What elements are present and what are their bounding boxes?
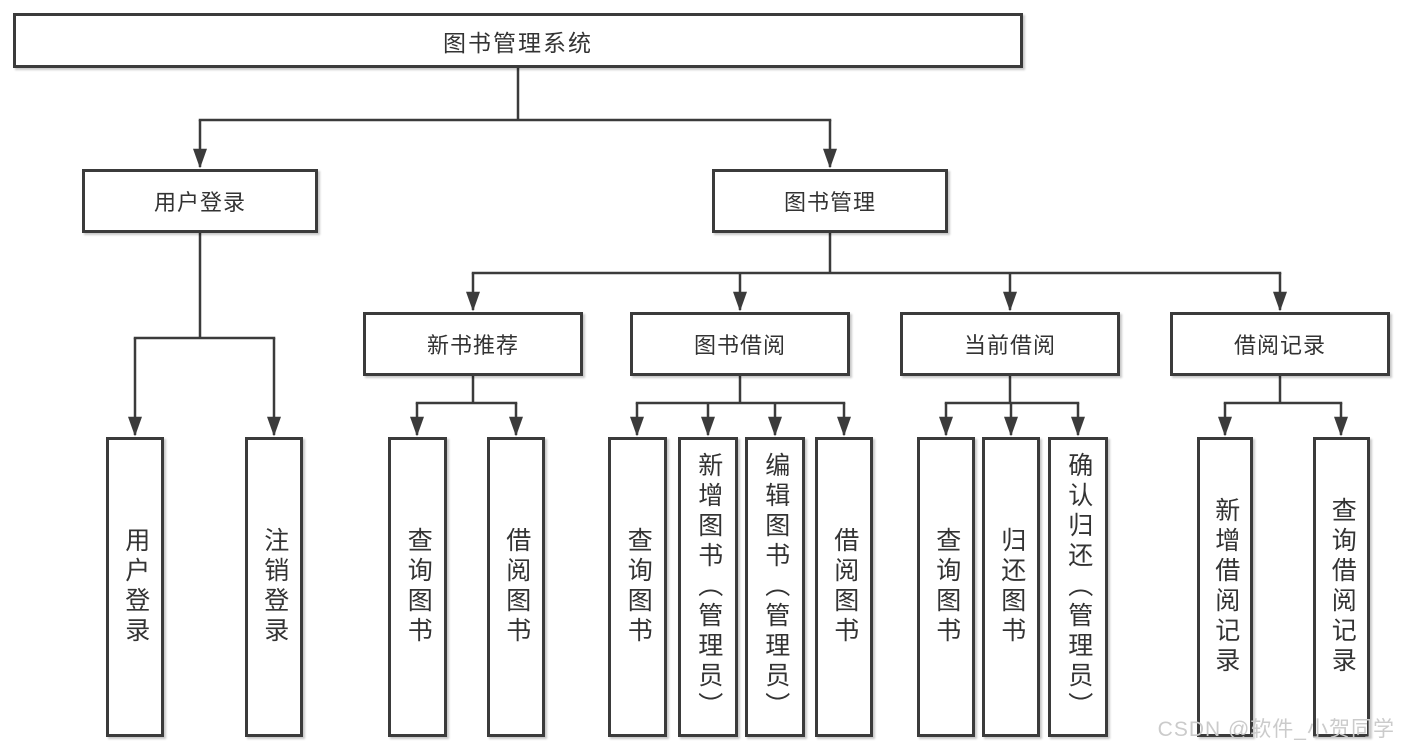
- node-root-system: 图书管理系统: [13, 13, 1023, 68]
- connector-lines: [128, 68, 1348, 437]
- leaf-logout: 注销登录: [245, 437, 303, 737]
- node-user-login-branch: 用户登录: [82, 169, 318, 233]
- leaf-return-books: 归还图书: [982, 437, 1040, 737]
- node-borrow-records: 借阅记录: [1170, 312, 1390, 376]
- leaf-edit-books-admin: 编辑图书（管理员）: [745, 437, 805, 737]
- csdn-watermark: CSDN @软件_小贺同学: [1157, 718, 1395, 741]
- leaf-query-borrow-record: 查询借阅记录: [1313, 437, 1370, 737]
- leaf-confirm-return-admin: 确认归还（管理员）: [1048, 437, 1108, 737]
- node-new-book-recommend: 新书推荐: [363, 312, 583, 376]
- leaf-borrow-query-books: 查询图书: [608, 437, 667, 737]
- leaf-add-borrow-record: 新增借阅记录: [1197, 437, 1253, 737]
- node-book-borrow: 图书借阅: [630, 312, 850, 376]
- leaf-user-login: 用户登录: [106, 437, 164, 737]
- leaf-recommend-query-books: 查询图书: [388, 437, 447, 737]
- leaf-borrow-books: 借阅图书: [815, 437, 873, 737]
- leaf-current-query-books: 查询图书: [917, 437, 975, 737]
- node-current-borrow: 当前借阅: [900, 312, 1120, 376]
- leaf-add-books-admin: 新增图书（管理员）: [678, 437, 738, 737]
- node-book-management: 图书管理: [712, 169, 948, 233]
- leaf-recommend-borrow-books: 借阅图书: [487, 437, 545, 737]
